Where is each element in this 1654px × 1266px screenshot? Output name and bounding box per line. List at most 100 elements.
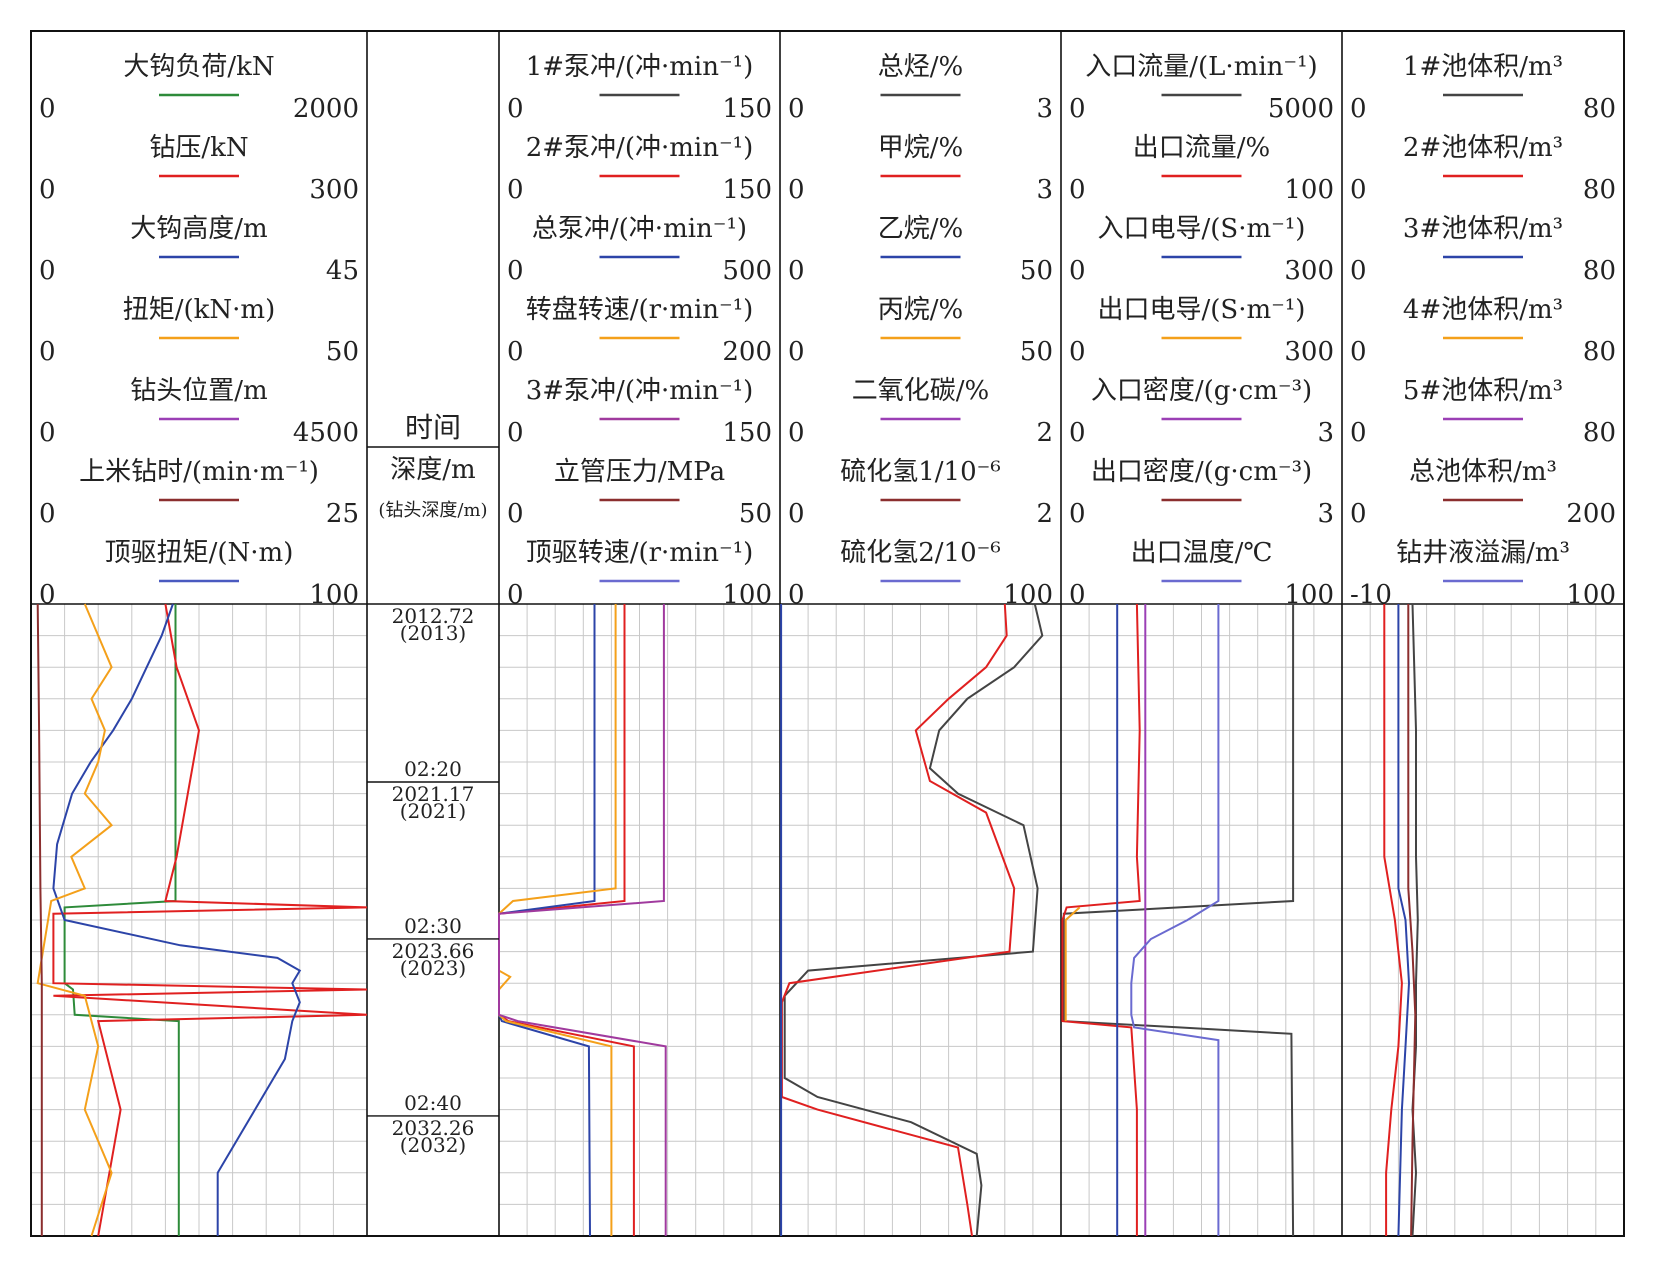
scale-max: 200	[1566, 499, 1616, 529]
curve-label: 钻井液溢漏/m³	[1396, 538, 1570, 568]
curve-line	[1064, 906, 1081, 1022]
time-label: 02:40	[404, 1091, 462, 1115]
scale-min: 0	[507, 175, 524, 205]
curve-label: 2#池体积/m³	[1403, 133, 1563, 163]
scale-max: 100	[1566, 580, 1616, 610]
scale-min: 0	[507, 94, 524, 124]
scale-min: 0	[39, 499, 56, 529]
scale-max: 100	[722, 580, 772, 610]
scale-min: 0	[1069, 337, 1086, 367]
scale-max: 150	[722, 418, 772, 448]
scale-min: -10	[1350, 580, 1392, 610]
curve-label: 转盘转速/(r·min⁻¹)	[526, 295, 754, 325]
depth-header: 深度/m	[390, 455, 475, 485]
scale-min: 0	[1350, 418, 1367, 448]
scale-max: 100	[1003, 580, 1053, 610]
scale-min: 0	[39, 94, 56, 124]
scale-max: 150	[722, 175, 772, 205]
bit-depth-header: (钻头深度/m)	[378, 500, 487, 521]
scale-min: 0	[39, 337, 56, 367]
scale-max: 100	[309, 580, 359, 610]
time-label: 02:30	[404, 914, 462, 938]
curve-line	[1397, 604, 1411, 1237]
scale-min: 0	[1069, 94, 1086, 124]
scale-min: 0	[507, 337, 524, 367]
curve-label: 3#泵冲/(冲·min⁻¹)	[526, 376, 754, 406]
scale-min: 0	[1350, 175, 1367, 205]
curve-line	[1062, 604, 1295, 1237]
scale-max: 50	[326, 337, 359, 367]
curve-label: 出口温度/℃	[1131, 538, 1273, 568]
scale-max: 80	[1583, 337, 1616, 367]
scale-max: 5000	[1268, 94, 1334, 124]
scale-max: 25	[326, 499, 359, 529]
scale-max: 50	[1020, 256, 1053, 286]
time-label: 02:20	[404, 757, 462, 781]
curve-label: 3#池体积/m³	[1403, 214, 1563, 244]
curve-label: 总池体积/m³	[1409, 457, 1557, 487]
scale-max: 50	[739, 499, 772, 529]
curve-label: 2#泵冲/(冲·min⁻¹)	[526, 133, 754, 163]
curve-line	[1411, 603, 1419, 1237]
scale-max: 300	[1284, 337, 1334, 367]
scale-max: 200	[722, 337, 772, 367]
scale-min: 0	[1350, 499, 1367, 529]
scale-min: 0	[788, 418, 805, 448]
curve-label: 大钩高度/m	[130, 214, 267, 244]
scale-min: 0	[507, 580, 524, 610]
curve-line	[36, 603, 114, 1237]
scale-max: 100	[1284, 580, 1334, 610]
scale-min: 0	[507, 418, 524, 448]
curve-line	[1383, 604, 1403, 1236]
curve-line	[783, 603, 1044, 1237]
curve-label: 扭矩/(kN·m)	[123, 295, 275, 325]
scale-min: 0	[788, 337, 805, 367]
scale-min: 0	[788, 256, 805, 286]
curve-label: 顶驱扭矩/(N·m)	[105, 538, 294, 568]
scale-max: 500	[722, 256, 772, 286]
curve-label: 乙烷/%	[878, 214, 963, 244]
scale-max: 2000	[293, 94, 359, 124]
bit-depth-label: (2021)	[400, 799, 467, 823]
curve-label: 硫化氢1/10⁻⁶	[840, 457, 1001, 487]
curve-label: 大钩负荷/kN	[123, 52, 274, 82]
scale-max: 300	[1284, 256, 1334, 286]
scale-min: 0	[507, 256, 524, 286]
curve-label: 硫化氢2/10⁻⁶	[840, 538, 1001, 568]
scale-min: 0	[1350, 94, 1367, 124]
curve-label: 入口密度/(g·cm⁻³)	[1091, 376, 1312, 406]
curve-label: 出口电导/(S·m⁻¹)	[1098, 295, 1306, 325]
curve-line	[1407, 604, 1417, 1237]
scale-max: 300	[309, 175, 359, 205]
curve-label: 5#池体积/m³	[1403, 376, 1563, 406]
curve-label: 钻压/kN	[149, 133, 248, 163]
depth-label: 2023.66	[392, 939, 475, 963]
scale-max: 80	[1583, 175, 1616, 205]
curve-line	[52, 603, 368, 1237]
depth-label: 2012.72	[392, 604, 475, 628]
scale-min: 0	[1069, 499, 1086, 529]
curve-line	[52, 603, 302, 1236]
scale-max: 45	[326, 256, 359, 286]
curve-label: 出口流量/%	[1133, 133, 1270, 163]
depth-label: 2032.26	[392, 1116, 475, 1140]
scale-min: 0	[1069, 175, 1086, 205]
scale-max: 3	[1036, 94, 1053, 124]
scale-min: 0	[39, 580, 56, 610]
scale-max: 3	[1036, 175, 1053, 205]
curve-line	[1130, 604, 1220, 1236]
curve-label: 总烃/%	[878, 52, 963, 82]
scale-min: 0	[788, 499, 805, 529]
scale-min: 0	[39, 418, 56, 448]
curve-label: 上米钻时/(min·m⁻¹)	[79, 457, 319, 487]
curve-label: 丙烷/%	[878, 295, 963, 325]
scale-min: 0	[39, 175, 56, 205]
curve-label: 出口密度/(g·cm⁻³)	[1091, 457, 1312, 487]
scale-min: 0	[788, 94, 805, 124]
chart-frame	[30, 30, 1625, 1237]
curve-label: 4#池体积/m³	[1403, 295, 1563, 325]
curve-label: 顶驱转速/(r·min⁻¹)	[526, 538, 754, 568]
bit-depth-label: (2032)	[400, 1133, 467, 1157]
curve-line	[1061, 603, 1141, 1236]
